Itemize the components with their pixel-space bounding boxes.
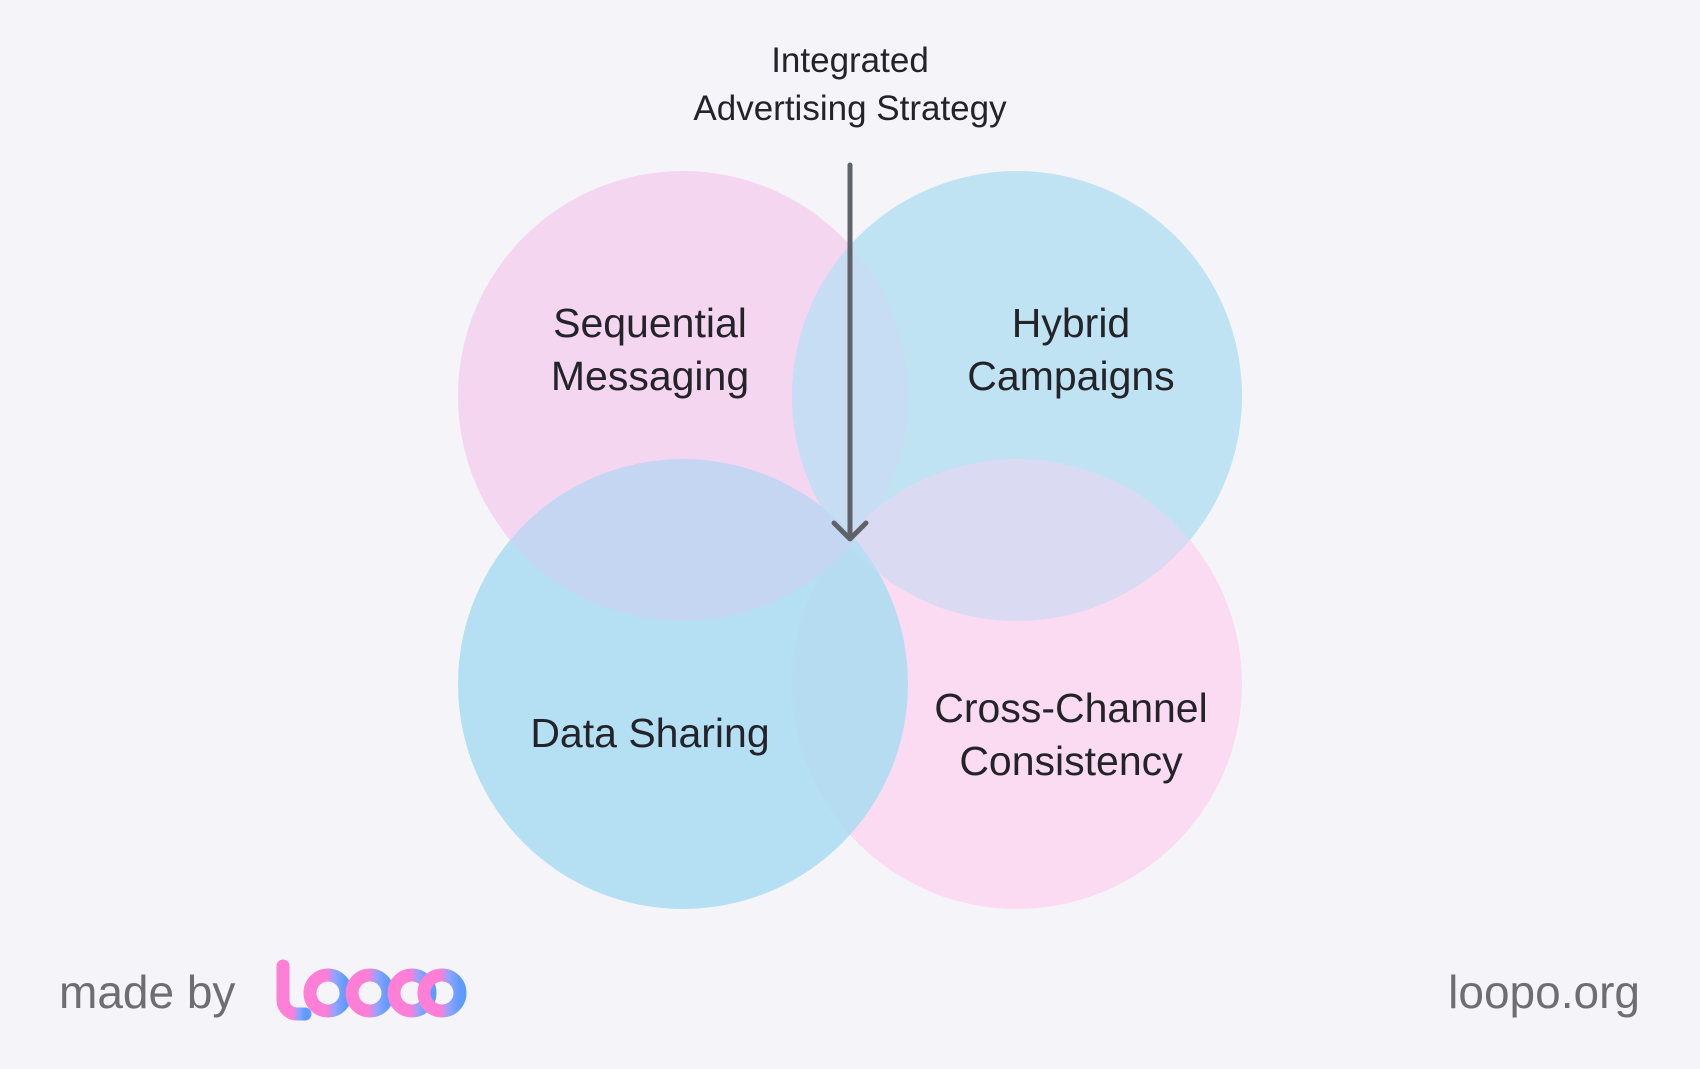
- circle-label-data-sharing: Data Sharing: [530, 710, 769, 756]
- circle-label-sequential-line1: Sequential: [553, 300, 747, 346]
- circle-data-sharing: [458, 459, 908, 909]
- diagram-title-line2: Advertising Strategy: [693, 89, 1007, 128]
- circle-label-cross-channel-line2: Consistency: [959, 738, 1183, 784]
- circle-label-hybrid-line1: Hybrid: [1012, 300, 1130, 346]
- site-url[interactable]: loopo.org: [1448, 966, 1640, 1018]
- diagram-title-line1: Integrated: [771, 41, 929, 80]
- made-by-label: made by: [59, 966, 235, 1018]
- circle-sequential-messaging-overlay: [458, 171, 908, 621]
- arrow-down-icon: [831, 162, 869, 542]
- circle-hybrid-campaigns-overlay: [792, 171, 1242, 621]
- circle-label-sequential-line2: Messaging: [551, 353, 749, 399]
- circle-label-cross-channel-line1: Cross-Channel: [934, 685, 1207, 731]
- circle-cross-channel-consistency: [792, 459, 1242, 909]
- circle-label-hybrid-line2: Campaigns: [967, 353, 1174, 399]
- loopo-logo: [276, 959, 467, 1021]
